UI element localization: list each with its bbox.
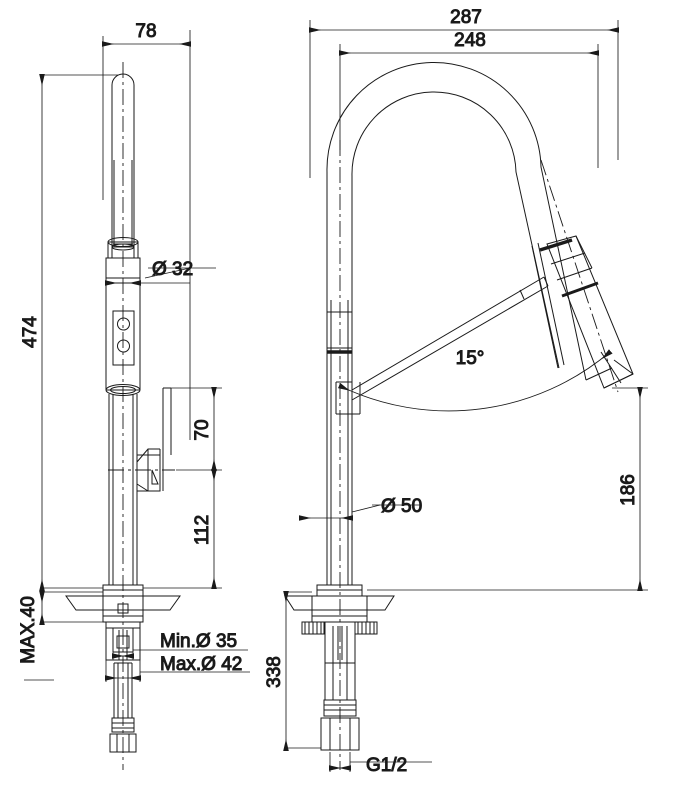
dim-spout-reach: 248 — [454, 30, 486, 51]
dim-handle-to-axis: 70 — [192, 419, 213, 440]
dim-axis-to-deck: 112 — [192, 515, 213, 545]
dim-hole-min: Min.Ø 35 — [160, 631, 237, 652]
dim-column-diameter: Ø 50 — [381, 496, 422, 517]
dim-handle-diameter: Ø 32 — [152, 259, 193, 280]
dim-spray-angle: 15° — [456, 348, 485, 369]
dimension-lines — [24, 20, 648, 772]
dimension-labels: 78 474 Ø 32 70 112 MAX.40 Min.Ø 35 Max.Ø… — [18, 7, 640, 777]
dim-total-height: 474 — [20, 316, 41, 348]
dim-overall-reach: 287 — [450, 7, 482, 28]
dim-spout-width: 78 — [135, 21, 156, 42]
dim-thread-size: G1/2 — [366, 755, 407, 776]
dim-spray-height: 186 — [618, 474, 639, 506]
dim-deck-thickness: MAX.40 — [18, 596, 39, 664]
side-view-centerline — [108, 140, 619, 770]
dim-hose-length: 338 — [264, 656, 285, 688]
side-view-geometry — [284, 62, 634, 751]
dim-hole-max: Max.Ø 42 — [160, 654, 242, 675]
